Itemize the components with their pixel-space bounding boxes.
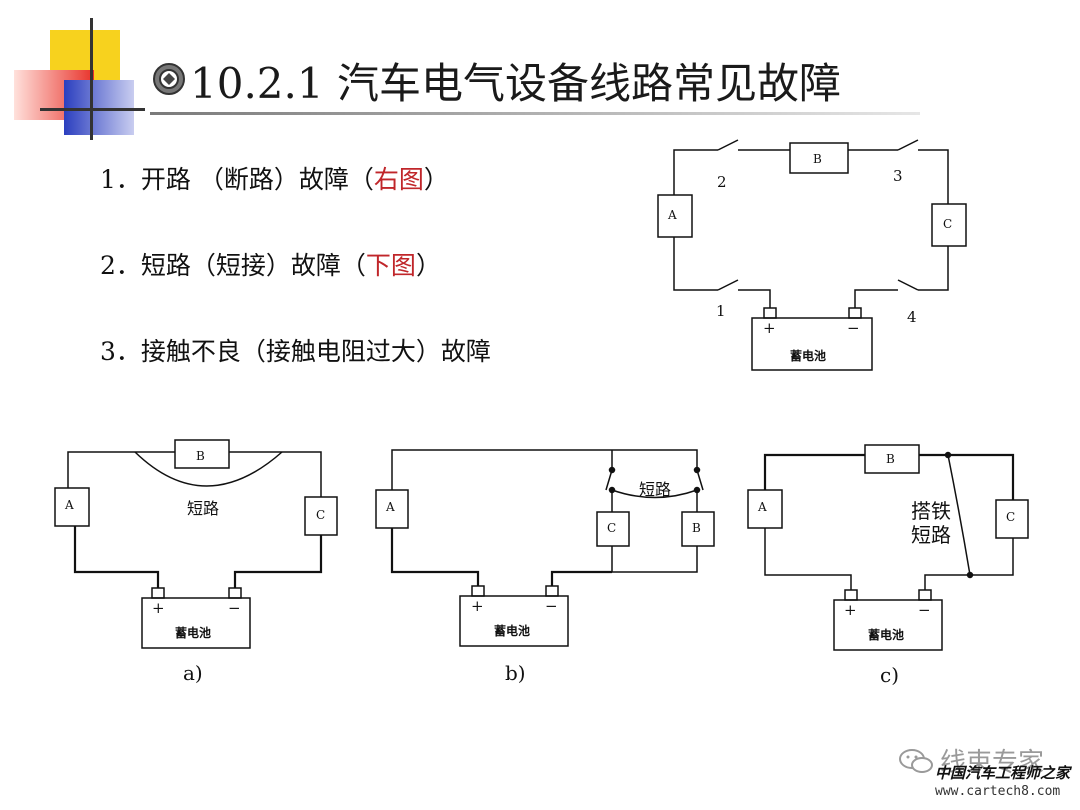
b-short-label: 短路: [639, 480, 671, 499]
c-short-label-1: 搭铁: [911, 499, 951, 523]
corner-vertical-line: [90, 18, 93, 140]
b-box-b: [681, 511, 715, 547]
b-plus: +: [471, 597, 484, 615]
open-battery: [751, 317, 873, 371]
a-minus: −: [228, 599, 241, 617]
diagram-c: [747, 444, 1029, 651]
a-plus: +: [152, 599, 165, 617]
open-label-b: B: [813, 152, 822, 166]
list-item-short-circuit: 2．短路（短接）故障（下图）: [100, 246, 441, 282]
b-label-c: C: [607, 521, 616, 535]
c-minus: −: [918, 601, 931, 619]
c-label-b: B: [886, 452, 895, 466]
a-label-b: B: [196, 449, 205, 463]
corner-blue-block: [64, 80, 134, 135]
open-plus: +: [763, 319, 776, 337]
open-label-c: C: [943, 217, 952, 231]
caption-b: b): [505, 661, 526, 685]
c-battery: [833, 599, 943, 651]
b-box-c: [596, 511, 630, 547]
list-item-open-circuit: 1．开路 （断路）故障（右图）: [100, 160, 449, 196]
item-text: 1．开路 （断路）故障（: [100, 165, 374, 194]
a-label-c: C: [316, 508, 325, 522]
b-battery-label: 蓄电池: [494, 623, 530, 638]
c-label-a: A: [757, 500, 767, 514]
b-label-b: B: [692, 521, 701, 535]
c-box-b: [864, 444, 920, 474]
open-switch-1: 1: [716, 302, 726, 320]
item-highlight: 右图: [373, 165, 424, 194]
c-battery-label: 蓄电池: [868, 627, 904, 642]
caption-c: c): [880, 663, 899, 687]
a-battery-label: 蓄电池: [175, 625, 211, 640]
open-label-a: A: [667, 208, 677, 222]
a-label-a: A: [64, 498, 74, 512]
diagram-a: [54, 439, 338, 649]
open-box-a: [657, 194, 693, 238]
a-box-b: [174, 439, 230, 469]
list-item-poor-contact: 3．接触不良（接触电阻过大）故障: [100, 332, 491, 368]
open-box-b: [789, 142, 849, 174]
open-switch-4: 4: [907, 308, 917, 326]
c-plus: +: [844, 601, 857, 619]
item-text: 3．接触不良（接触电阻过大）故障: [100, 337, 491, 366]
c-box-c: [995, 499, 1029, 539]
title-bullet-icon: [153, 63, 185, 95]
caption-a: a): [183, 661, 203, 685]
watermark-account: 线束专家: [940, 748, 1045, 778]
item-highlight: 下图: [365, 251, 416, 280]
b-minus: −: [545, 597, 558, 615]
open-circuit-diagram: [657, 139, 967, 371]
open-battery-label: 蓄电池: [790, 348, 826, 363]
a-short-label: 短路: [187, 499, 219, 518]
open-switch-2: 2: [717, 173, 727, 191]
watermark-url: www.cartech8.com: [935, 784, 1061, 799]
corner-horizontal-line: [40, 108, 145, 111]
title-underline: [150, 112, 920, 115]
c-short-label-2: 短路: [911, 523, 951, 547]
wechat-icon: [899, 749, 933, 773]
diagram-b: [375, 449, 715, 647]
page-title: 10.2.1 汽车电气设备线路常见故障: [190, 59, 841, 108]
b-label-a: A: [385, 500, 395, 514]
a-box-a: [54, 487, 90, 527]
open-box-c: [931, 203, 967, 247]
watermark-org: 中国汽车工程师之家: [935, 764, 1071, 782]
open-minus: −: [847, 319, 860, 337]
b-battery: [459, 595, 569, 647]
item-suffix: ）: [423, 165, 449, 194]
item-suffix: ）: [415, 251, 441, 280]
item-text: 2．短路（短接）故障（: [100, 251, 366, 280]
c-label-c: C: [1006, 510, 1015, 524]
open-switch-3: 3: [893, 167, 903, 185]
a-battery: [141, 597, 251, 649]
